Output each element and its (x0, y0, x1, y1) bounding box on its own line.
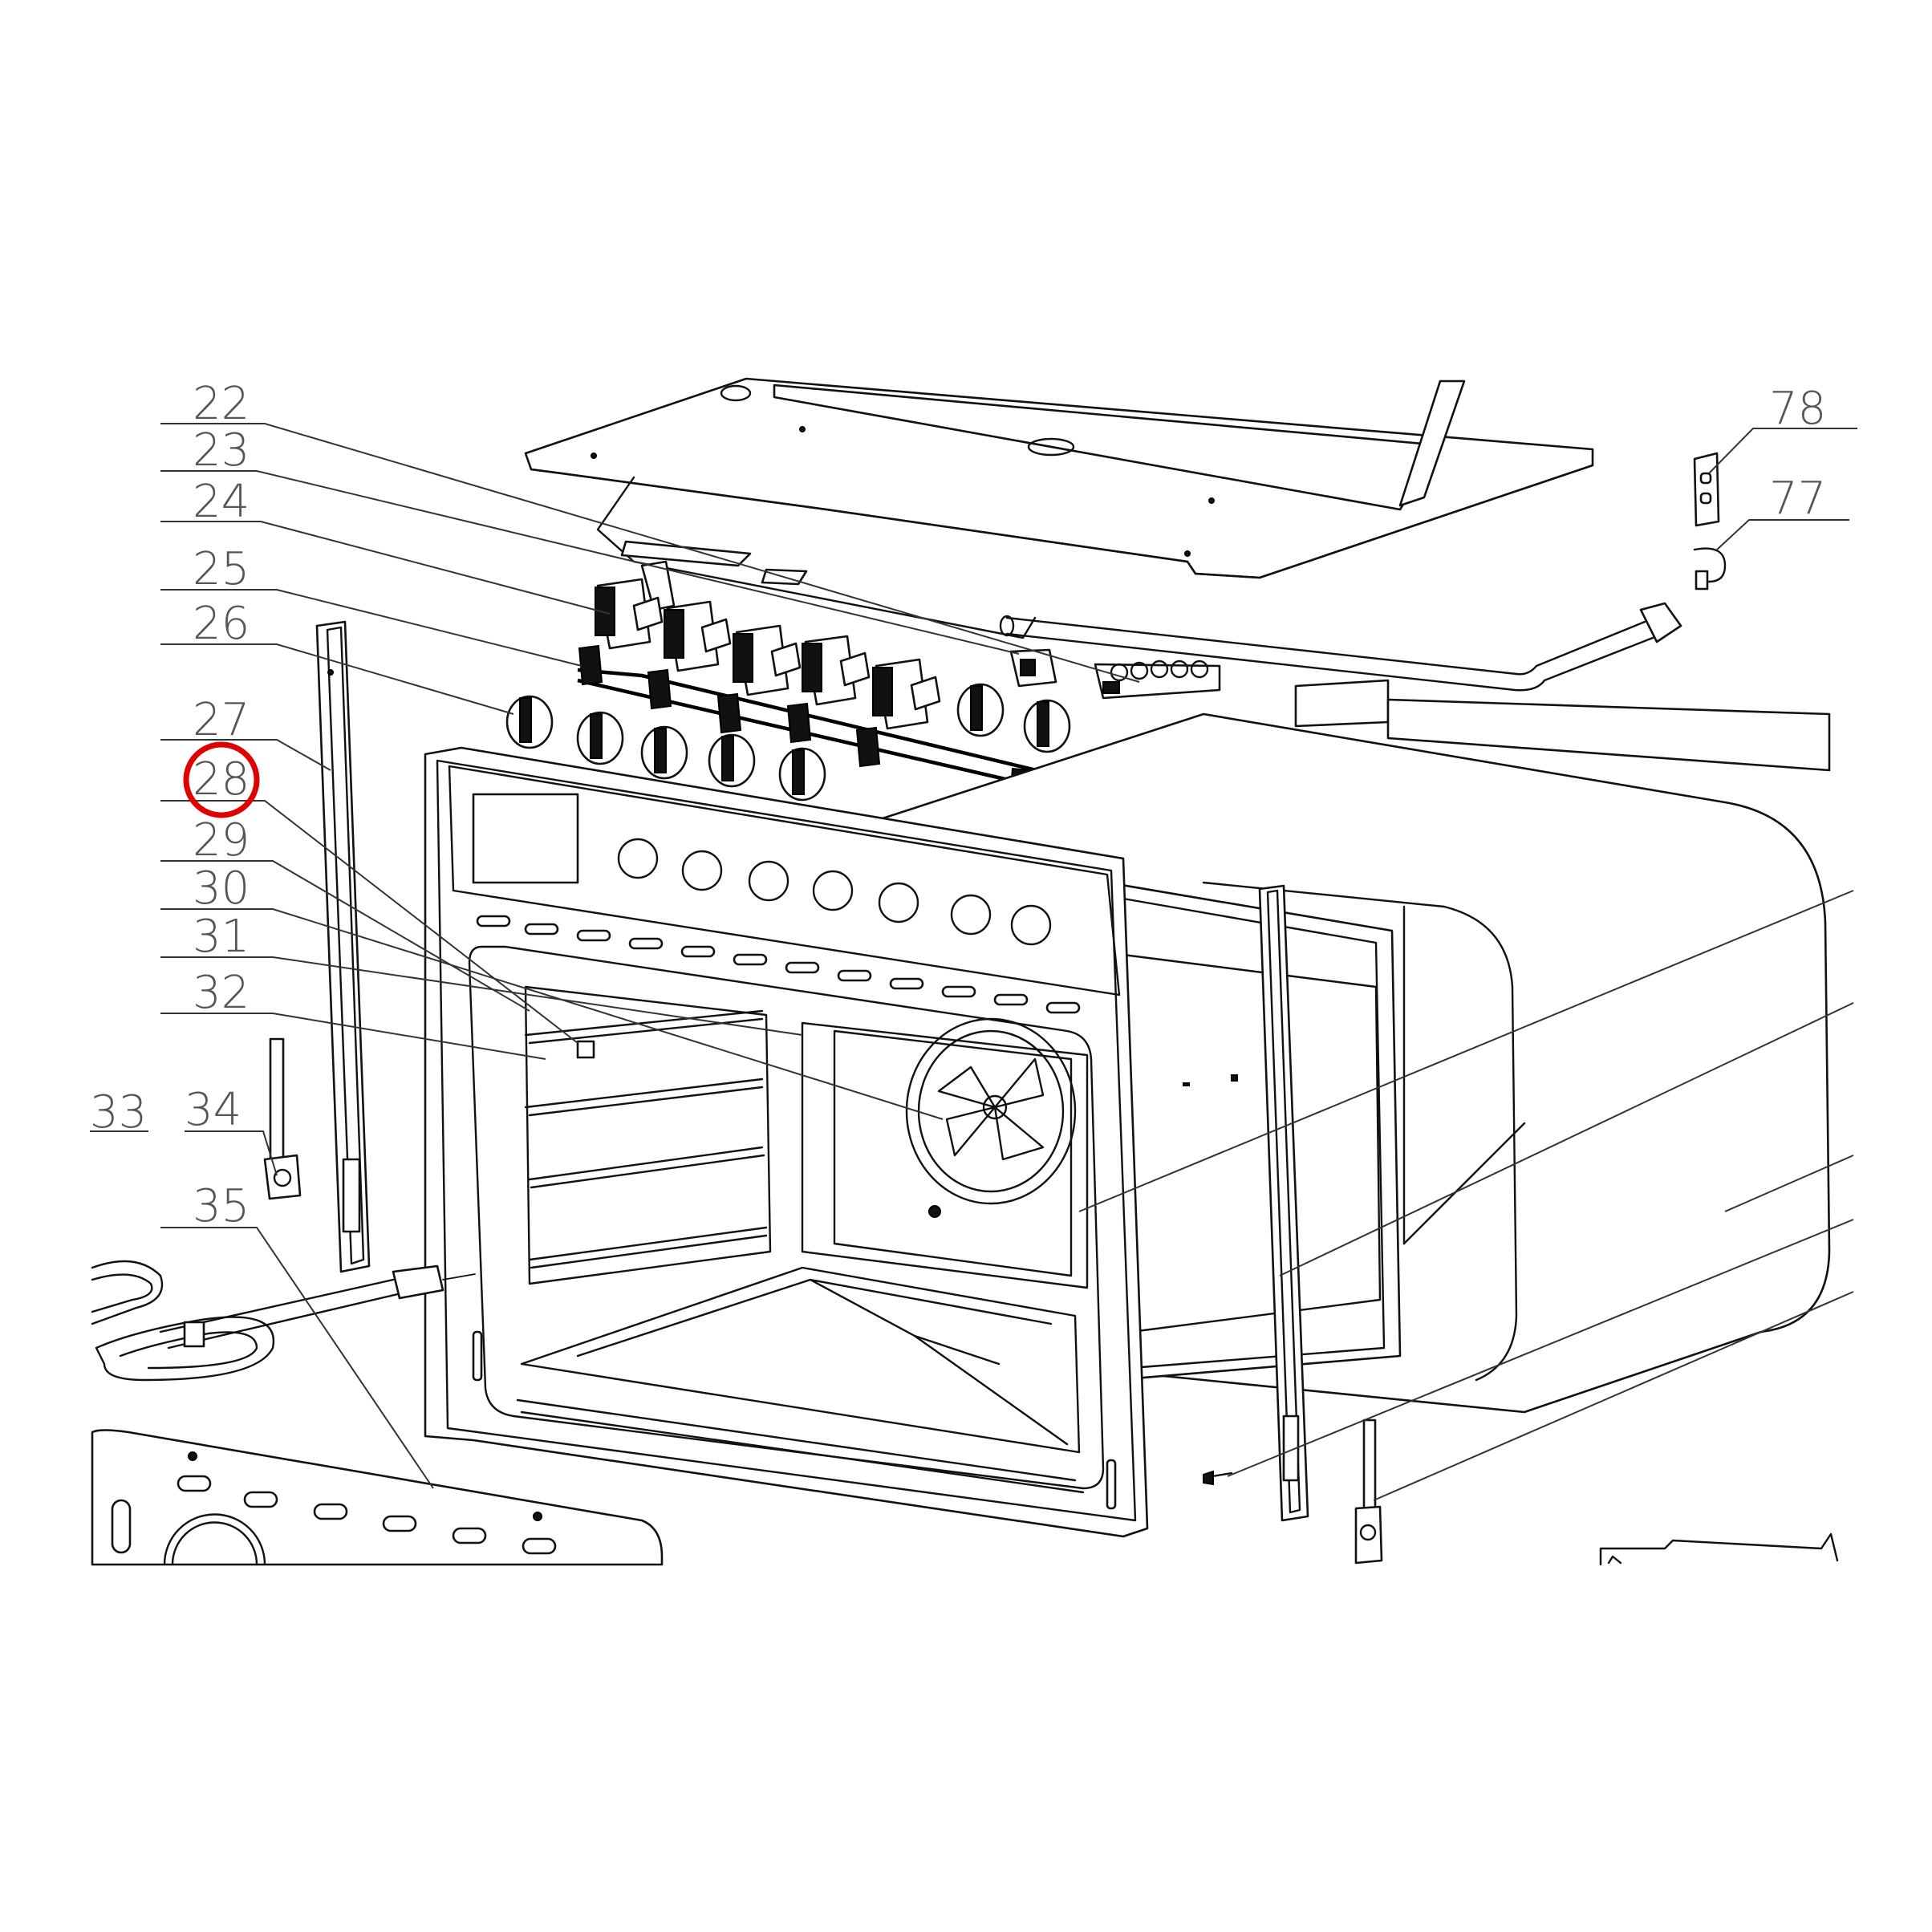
knob-1 (505, 695, 554, 749)
callout-30: 30 (193, 862, 250, 915)
callout-24: 24 (193, 476, 250, 528)
knob-7 (1023, 699, 1071, 753)
callout-23: 23 (193, 424, 250, 477)
knob-3 (640, 725, 688, 780)
left-side-rail (315, 620, 371, 1273)
knob-2 (576, 711, 624, 765)
thermostat-bracket (263, 1037, 302, 1200)
callout-28: 28 (193, 753, 250, 806)
vent-slots (476, 915, 1081, 1014)
knob-6 (956, 683, 1005, 737)
pipe-clip-part-77 (1693, 547, 1727, 591)
lower-control-panel (91, 1429, 664, 1566)
valve-4 (786, 635, 871, 744)
control-knobs (505, 683, 1071, 802)
valve-2 (647, 600, 732, 710)
knob-4 (708, 733, 756, 788)
oven-cavity (1106, 881, 1402, 1382)
callout-31: 31 (193, 911, 250, 963)
callout-29: 29 (193, 814, 250, 867)
callout-27: 27 (193, 694, 250, 746)
wall-bracket-part-78 (1693, 452, 1720, 527)
highlight-circle (183, 741, 260, 818)
knob-5 (778, 747, 826, 802)
ignition-terminal-block (1094, 660, 1221, 700)
oven-floor (520, 1266, 1081, 1454)
callout-32: 32 (193, 967, 250, 1019)
callout-25: 25 (193, 543, 250, 595)
oven-racks (524, 985, 772, 1285)
convection-fan (801, 1017, 1089, 1289)
right-side-rail (1258, 884, 1309, 1522)
valve-5 (855, 658, 941, 768)
callout-35: 35 (193, 1180, 250, 1232)
grill-heating-element (91, 1260, 476, 1382)
callout-33: 33 (90, 1086, 147, 1138)
callout-labels: 22 23 24 25 26 27 28 29 30 31 32 33 34 3… (90, 378, 1826, 1232)
callout-34: 34 (185, 1084, 242, 1136)
top-cover-plate (524, 377, 1594, 579)
callout-22: 22 (193, 378, 250, 430)
callout-77: 77 (1769, 473, 1826, 525)
callout-26: 26 (193, 598, 250, 650)
screw (1202, 1470, 1233, 1486)
oven-front-frame (424, 746, 1149, 1538)
valve-3 (716, 624, 802, 734)
burner-valve-assembly (577, 578, 1057, 814)
callout-78: 78 (1769, 383, 1826, 435)
gas-pipe (999, 602, 1682, 692)
thermocouple-probe (1354, 1419, 1383, 1565)
bottom-right-fragment (1599, 1532, 1839, 1566)
